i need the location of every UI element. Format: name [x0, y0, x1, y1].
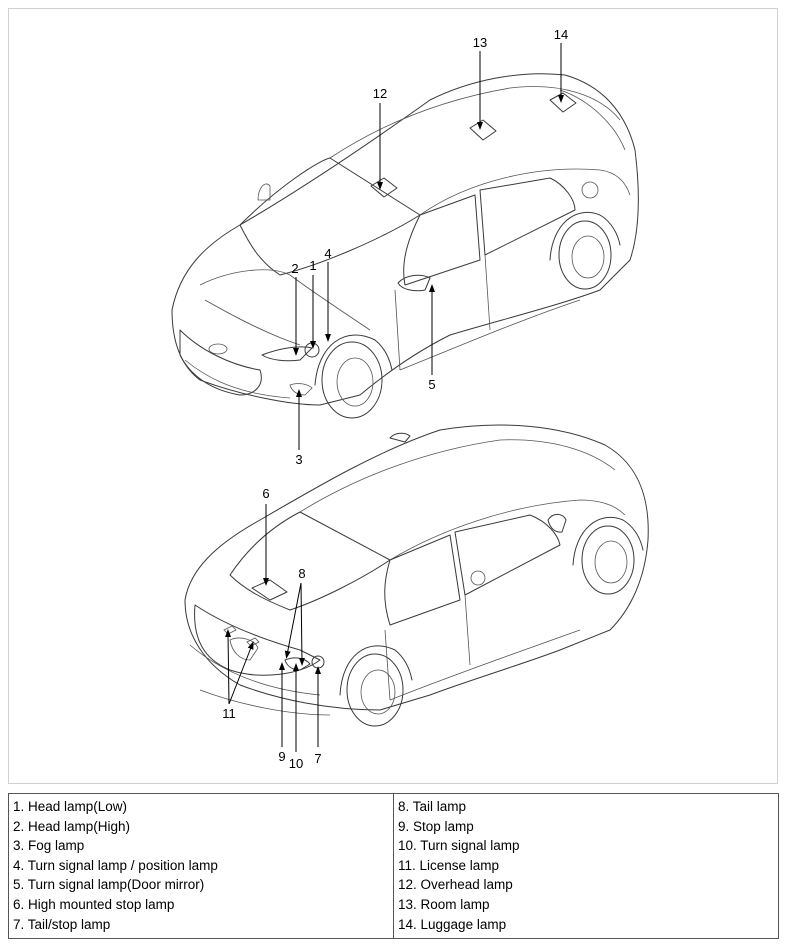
callout-7: 7 [314, 751, 321, 766]
legend-item: 4. Turn signal lamp / position lamp [13, 857, 218, 873]
rear-car-drawing [184, 424, 649, 727]
legend-item: 3. Fog lamp [13, 838, 85, 854]
legend-item: 13. Room lamp [398, 896, 490, 912]
callout-8: 8 [298, 566, 305, 581]
callout-11: 11 [222, 706, 236, 721]
leader-lines [225, 43, 564, 752]
callout-5: 5 [428, 377, 435, 392]
legend-item: 12. Overhead lamp [398, 877, 513, 893]
legend-item: 6. High mounted stop lamp [13, 896, 175, 912]
front-car-drawing [171, 73, 639, 419]
legend-item: 10. Turn signal lamp [398, 838, 520, 854]
legend-item: 2. Head lamp(High) [13, 818, 131, 834]
legend-item: 8. Tail lamp [398, 799, 467, 814]
legend-left-column: 1. Head lamp(Low) 2. Head lamp(High) 3. … [8, 793, 394, 939]
callout-6: 6 [262, 486, 269, 501]
legend-item: 1. Head lamp(Low) [13, 799, 128, 814]
legend-row: 1. Head lamp(Low) 2. Head lamp(High) 3. … [8, 793, 779, 939]
callout-1: 1 [309, 258, 316, 273]
legend-item: 7. Tail/stop lamp [13, 916, 111, 932]
legend-item: 11. License lamp [398, 857, 500, 873]
diagram-frame [8, 8, 778, 784]
callout-3: 3 [295, 452, 302, 467]
callout-4: 4 [324, 246, 331, 261]
legend-item: 9. Stop lamp [398, 818, 474, 834]
callout-13: 13 [473, 35, 487, 50]
legend-right-column: 8. Tail lamp 9. Stop lamp 10. Turn signa… [393, 793, 779, 939]
vehicle-lamp-location-diagram: 1 2 3 4 5 6 7 8 9 10 11 12 13 14 [171, 27, 649, 771]
legend-item: 5. Turn signal lamp(Door mirror) [13, 877, 205, 893]
callout-10: 10 [289, 756, 303, 771]
callout-12: 12 [373, 86, 387, 101]
legend-item: 14. Luggage lamp [398, 916, 507, 932]
callout-9: 9 [278, 749, 285, 764]
legend-table: 1. Head lamp(Low) 2. Head lamp(High) 3. … [8, 793, 779, 939]
callout-14: 14 [554, 27, 568, 42]
callout-2: 2 [291, 261, 298, 276]
